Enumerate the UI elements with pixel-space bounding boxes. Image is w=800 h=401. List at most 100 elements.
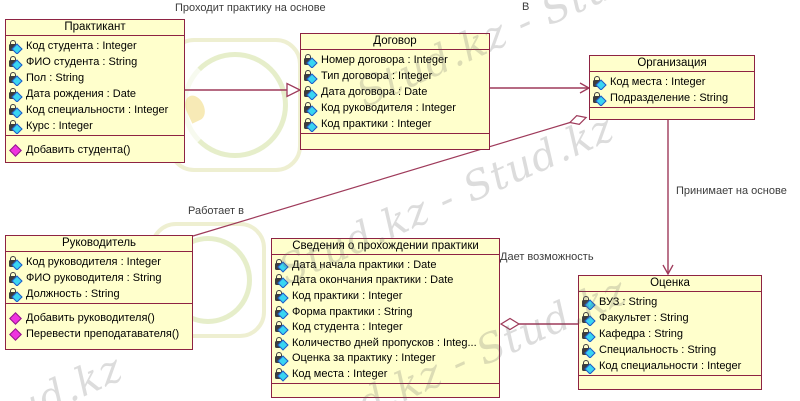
attributes-compartment: Дата начала практики : Date Дата окончан… [272,255,499,383]
attribute-text: Код практики : Integer [292,289,403,302]
association-organizaciya-ocenka[interactable] [662,120,674,276]
attribute-row: Код практики : Integer [302,116,488,132]
operations-compartment: Добавить руководителя() Перевести препод… [6,303,192,349]
operations-compartment: Добавить студента() [6,135,184,162]
attribute-row: Код студента : Integer [273,319,498,335]
private-attribute-lock-icon [9,56,17,67]
class-title: Практикант [6,20,184,36]
private-attribute-lock-icon [275,321,283,333]
attribute-row: Форма практики : String [273,304,498,320]
private-attribute-lock-icon [582,296,590,307]
attribute-row: ФИО руководителя : String [7,270,191,286]
attribute-text: Номер договора : Integer [321,54,448,66]
attribute-text: Количество дней пропусков : Integ... [292,336,477,349]
class-dogovor[interactable]: Договор Номер договора : Integer Тип дог… [300,33,490,150]
class-title: Руководитель [6,236,192,252]
private-attribute-lock-icon [582,344,590,355]
attribute-row: Специальность : String [580,342,760,358]
attribute-row: Код места : Integer [273,366,498,382]
class-rukovoditel[interactable]: Руководитель Код руководителя : Integer … [5,235,193,350]
attribute-text: ФИО студента : String [26,56,138,68]
private-attribute-lock-icon [304,118,312,129]
private-attribute-lock-icon [304,86,312,97]
private-attribute-lock-icon [9,256,17,267]
attribute-row: ФИО студента : String [7,54,183,70]
private-attribute-lock-icon [304,70,312,81]
attribute-row: Код места : Integer [591,74,753,90]
attribute-text: Код практики : Integer [321,118,432,130]
attributes-compartment: Номер договора : Integer Тип договора : … [301,50,489,133]
attribute-row: Дата рождения : Date [7,86,183,102]
attribute-row: Тип договора : Integer [302,68,488,84]
attribute-row: Кафедра : String [580,326,760,342]
attribute-row: Количество дней пропусков : Integ... [273,335,498,351]
private-attribute-lock-icon [275,367,283,379]
association-label-daet: Дает возможность [500,251,594,263]
attributes-compartment: Код места : Integer Подразделение : Stri… [590,72,754,107]
operation-text: Перевести преподатавателя() [26,328,180,340]
association-praktikant-dogovor[interactable] [185,82,302,98]
attribute-row: Курс : Integer [7,118,183,134]
private-attribute-lock-icon [275,305,283,317]
public-operation-diamond-icon [9,311,22,325]
attribute-text: ВУЗ : String [599,296,658,308]
attribute-text: Должность : String [26,288,120,300]
attribute-row: Код студента : Integer [7,38,183,54]
private-attribute-lock-icon [275,336,283,348]
association-rukovoditel-organizaciya[interactable] [192,115,588,237]
attribute-row: Номер договора : Integer [302,52,488,68]
class-praktikant[interactable]: Практикант Код студента : Integer ФИО ст… [5,19,185,163]
association-svedeniya-ocenka[interactable] [499,317,578,331]
attribute-text: Специальность : String [599,344,717,356]
attribute-text: Дата окончания практики : Date [292,274,454,287]
attribute-row: Код руководителя : Integer [7,254,191,270]
private-attribute-lock-icon [9,72,17,83]
private-attribute-lock-icon [9,88,17,99]
public-operation-diamond-icon [9,143,22,157]
attribute-row: Дата начала практики : Date [273,257,498,273]
operation-row: Добавить студента() [7,142,183,158]
private-attribute-lock-icon [9,288,17,299]
attribute-text: Форма практики : String [292,305,413,318]
attribute-text: Код места : Integer [610,76,706,88]
operation-row: Добавить руководителя() [7,310,191,326]
class-title: Организация [590,56,754,72]
private-attribute-lock-icon [9,120,17,131]
private-attribute-lock-icon [304,54,312,65]
attribute-text: Оценка за практику : Integer [292,352,436,365]
attribute-text: ФИО руководителя : String [26,272,162,284]
operations-compartment [301,133,489,149]
private-attribute-lock-icon [9,40,17,51]
private-attribute-lock-icon [582,328,590,339]
private-attribute-lock-icon [593,92,601,103]
private-attribute-lock-icon [9,104,17,115]
association-label-prohodit: Проходит практику на основе [175,2,326,14]
operations-compartment [272,382,499,397]
attribute-text: Код руководителя : Integer [26,256,161,268]
operation-text: Добавить студента() [26,144,131,156]
operations-compartment [579,375,761,389]
attribute-row: Дата окончания практики : Date [273,273,498,289]
association-dogovor-organizaciya[interactable] [490,82,591,94]
attribute-text: Дата договора : Date [321,86,428,98]
private-attribute-lock-icon [275,274,283,286]
attribute-row: Подразделение : String [591,90,753,106]
private-attribute-lock-icon [582,312,590,323]
private-attribute-lock-icon [275,258,283,270]
attribute-row: Код специальности : Integer [580,358,760,374]
attribute-text: Дата рождения : Date [26,88,136,100]
operation-row: Перевести преподатавателя() [7,326,191,342]
attribute-text: Тип договора : Integer [321,70,433,82]
attribute-text: Подразделение : String [610,92,729,104]
attribute-text: Код студента : Integer [26,40,137,52]
class-organizaciya[interactable]: Организация Код места : Integer Подразде… [589,55,755,120]
class-svedeniya[interactable]: Сведения о прохождении практики Дата нач… [271,238,500,398]
attribute-row: Код практики : Integer [273,288,498,304]
attribute-row: Дата договора : Date [302,84,488,100]
class-ocenka[interactable]: Оценка ВУЗ : String Факультет : String К… [578,275,762,390]
class-title: Сведения о прохождении практики [272,239,499,255]
attribute-text: Код студента : Integer [292,321,403,334]
private-attribute-lock-icon [593,76,601,87]
private-attribute-lock-icon [582,360,590,371]
